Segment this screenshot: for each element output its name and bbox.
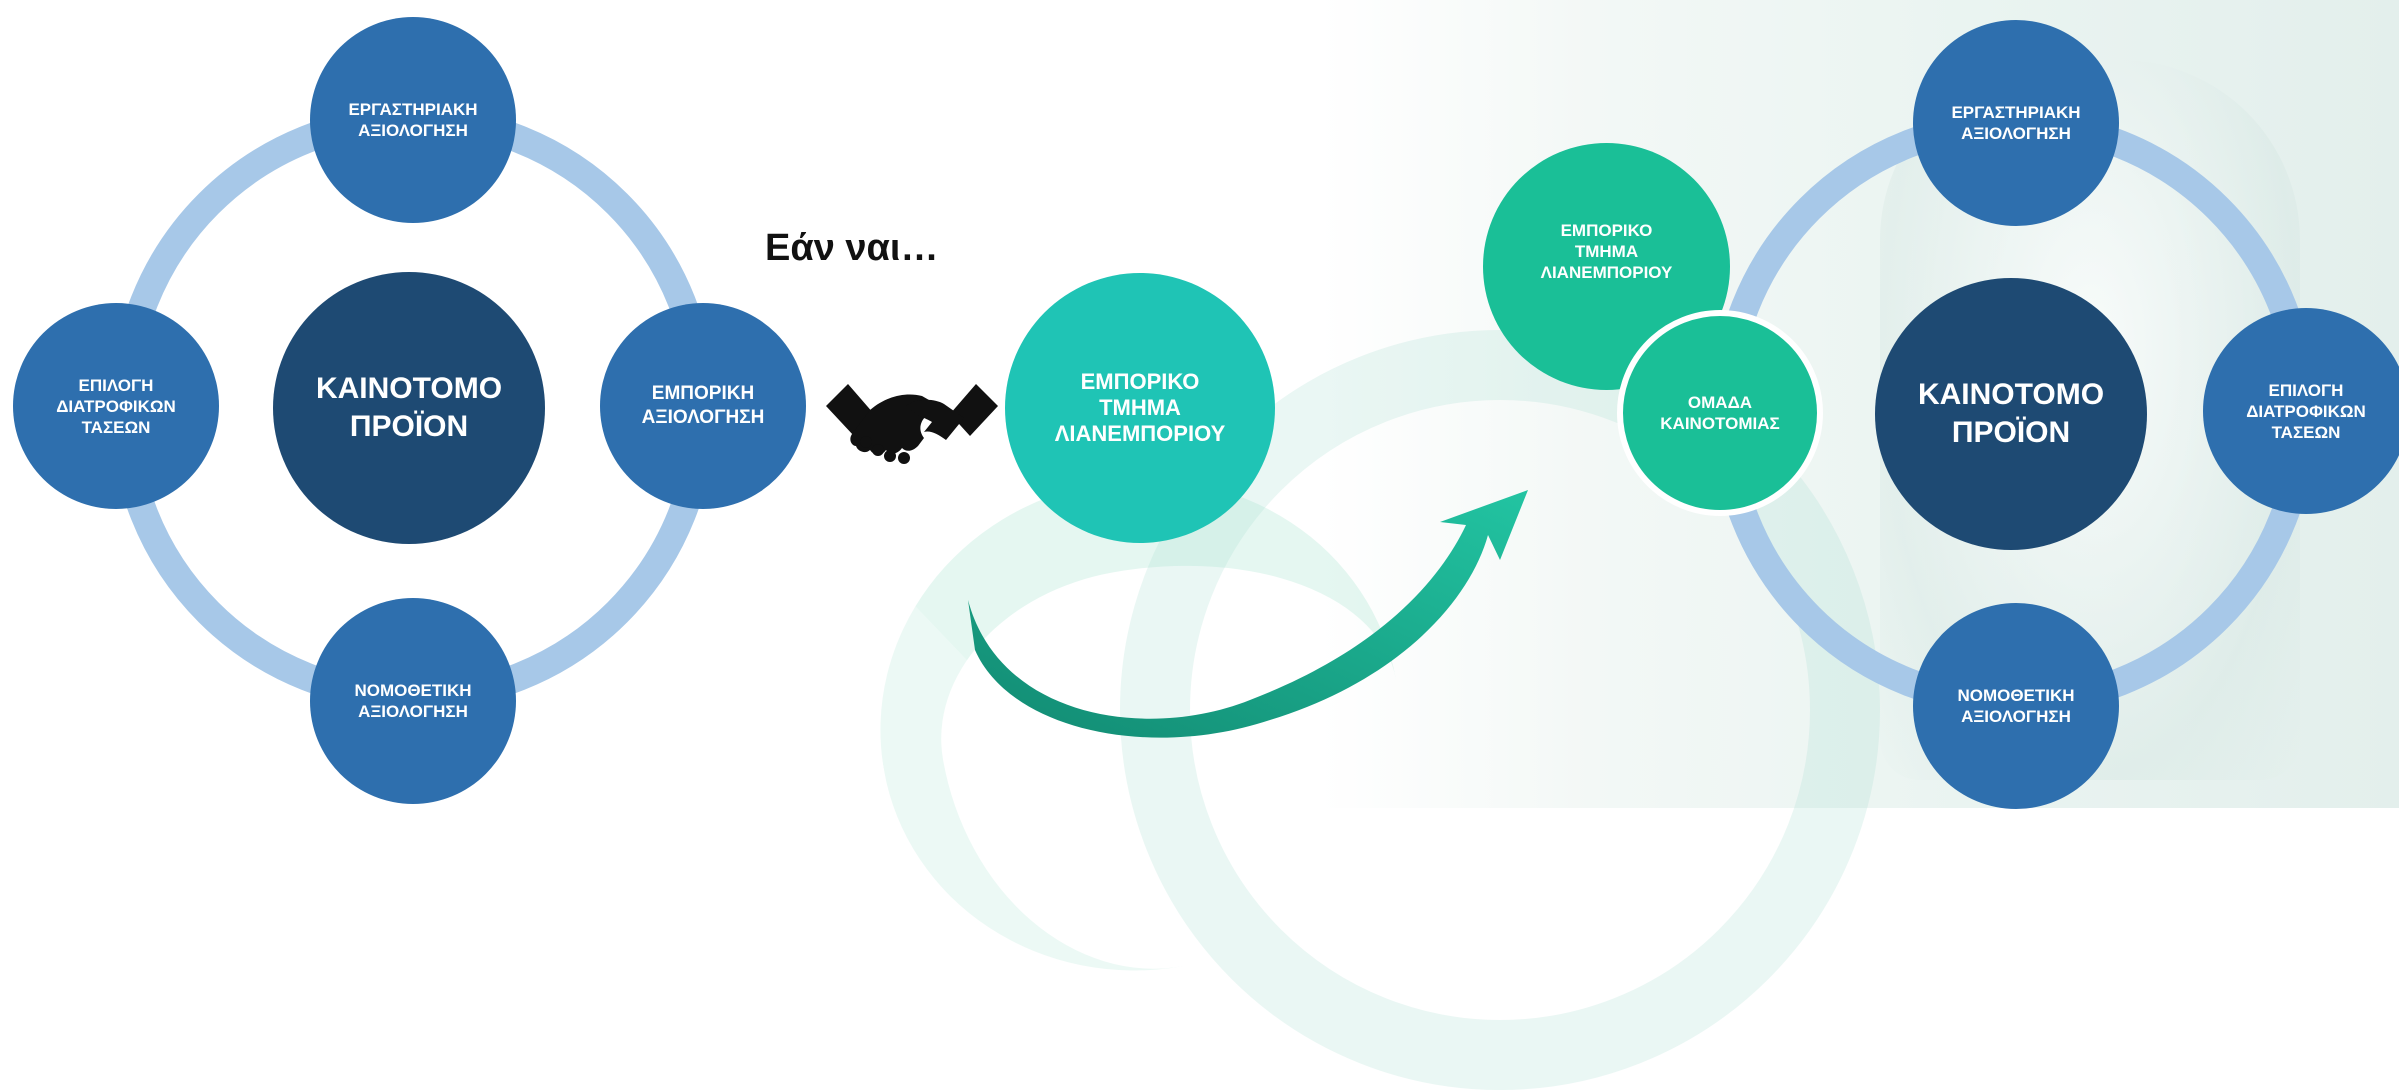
condition-text: Εάν ναι… bbox=[765, 227, 939, 269]
curved-arrow bbox=[968, 490, 1528, 738]
handshake-icon bbox=[826, 384, 998, 464]
